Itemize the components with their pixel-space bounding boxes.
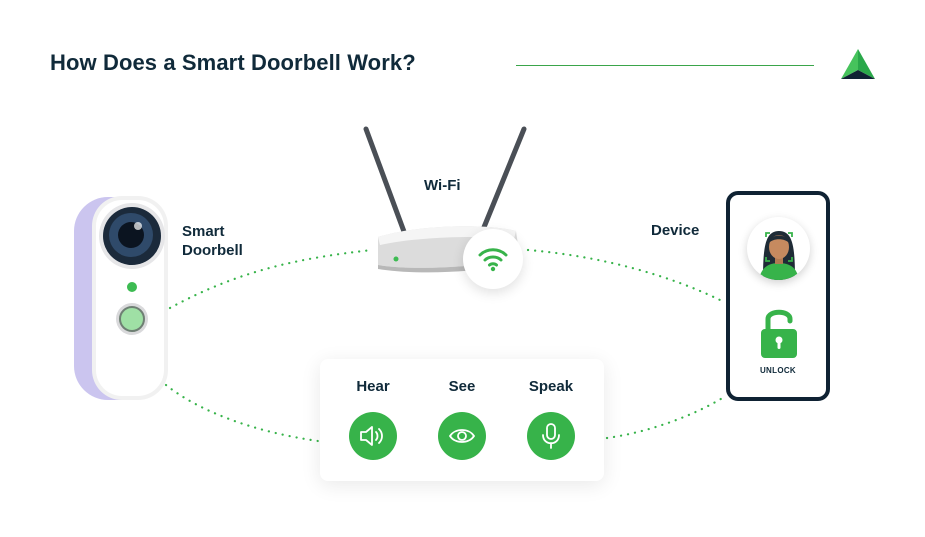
connector-doorbell-features — [164, 383, 320, 443]
brand-logo-icon — [841, 49, 875, 79]
eye-icon — [448, 429, 476, 443]
connector-wifi-device — [526, 248, 726, 304]
feature-label: Speak — [528, 378, 574, 395]
wifi-badge — [463, 229, 523, 289]
phone-device: UNLOCK — [726, 191, 830, 401]
speaker-icon — [360, 426, 383, 446]
feature-circle — [349, 412, 397, 460]
doorbell-label: Smart Doorbell — [182, 223, 243, 259]
wifi-icon — [478, 248, 508, 272]
wifi-label: Wi-Fi — [424, 177, 461, 194]
smart-doorbell-icon — [74, 196, 168, 400]
connector-features-device — [605, 395, 726, 440]
feature-label: See — [448, 378, 476, 395]
face-recognition-avatar — [747, 217, 810, 280]
title-divider — [516, 65, 814, 66]
features-card: Hear See Speak — [320, 359, 604, 481]
unlock-label: UNLOCK — [759, 366, 797, 375]
feature-label: Hear — [356, 378, 390, 395]
microphone-icon — [542, 423, 560, 449]
feature-circle — [438, 412, 486, 460]
face-scan-icon — [759, 231, 799, 280]
connector-doorbell-wifi — [168, 248, 374, 310]
page-title: How Does a Smart Doorbell Work? — [50, 50, 416, 75]
unlock-icon — [761, 309, 797, 358]
feature-circle — [527, 412, 575, 460]
device-label: Device — [651, 222, 700, 239]
